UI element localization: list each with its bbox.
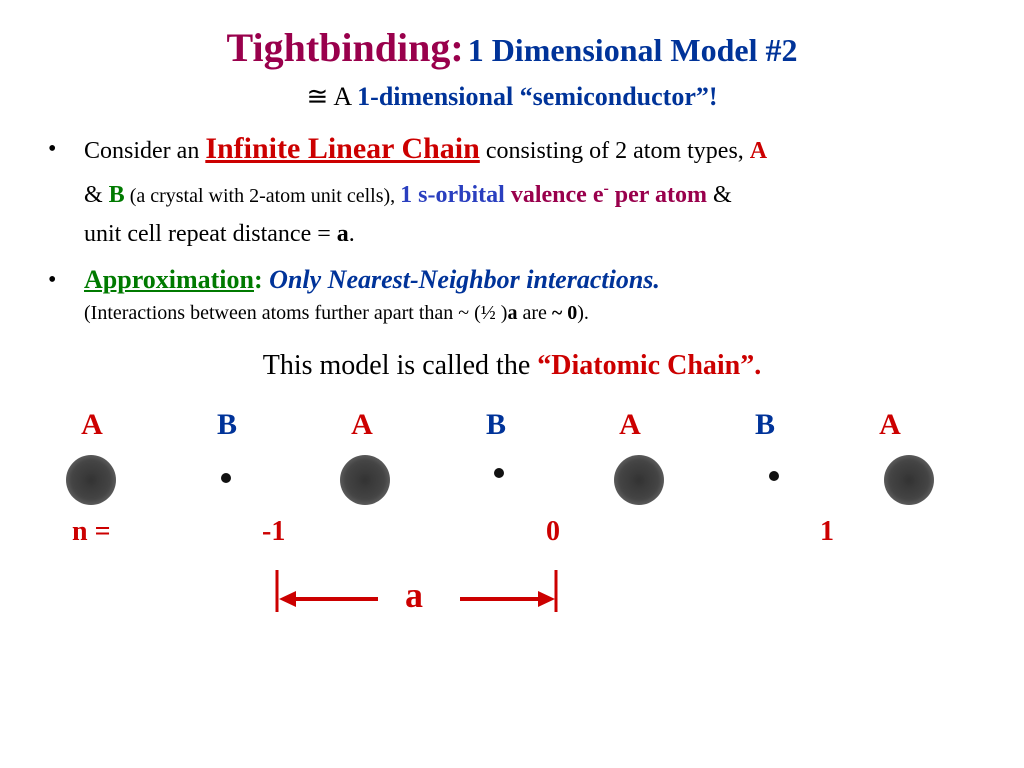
n-value-1: 1 bbox=[820, 516, 834, 547]
left-arrow-head bbox=[279, 591, 296, 607]
bullet1-text-3: unit cell repeat distance = bbox=[84, 221, 337, 247]
bullet2-text-3: ). bbox=[577, 302, 589, 324]
bullet1-paren: (a crystal with 2-atom unit cells), bbox=[124, 185, 401, 207]
diatomic-chain-term: “Diatomic Chain”. bbox=[537, 350, 762, 381]
atom-b-image bbox=[769, 471, 779, 481]
atom-label-a: A bbox=[81, 408, 103, 441]
approximation-colon: : bbox=[254, 265, 263, 294]
bullet-marker: • bbox=[48, 267, 57, 293]
subtitle-article: A bbox=[333, 82, 351, 111]
atom-b-image bbox=[221, 473, 231, 483]
model-prefix: This model is called the bbox=[262, 350, 538, 381]
electron-charge-sign: - bbox=[603, 180, 609, 197]
bullet-chain-description: • Consider an Infinite Linear Chain cons… bbox=[48, 130, 988, 253]
atom-label-a: A bbox=[619, 408, 641, 441]
approximation-term: Approximation bbox=[84, 265, 254, 294]
atom-label-a: A bbox=[351, 408, 373, 441]
n-value-minus-1: -1 bbox=[262, 516, 286, 547]
bullet1-period: . bbox=[348, 221, 355, 247]
right-arrow-head bbox=[538, 591, 555, 607]
lattice-constant-a: a bbox=[336, 221, 349, 247]
per-atom-term: per atom bbox=[608, 182, 707, 208]
atom-a-term: A bbox=[749, 138, 768, 164]
atom-label-b: B bbox=[485, 408, 506, 441]
model-name-line: This model is called the “Diatomic Chain… bbox=[0, 350, 1024, 382]
bullet1-amp-1: & bbox=[84, 182, 109, 208]
nearest-neighbor-text: Only Nearest-Neighbor interactions. bbox=[262, 265, 660, 294]
n-label: n = bbox=[72, 516, 111, 547]
bullet-approximation: • Approximation: Only Nearest-Neighbor i… bbox=[48, 262, 988, 328]
atom-a-image bbox=[884, 455, 934, 505]
bullet1-amp-2: & bbox=[707, 182, 732, 208]
atom-a-image bbox=[614, 455, 664, 505]
atom-a-image bbox=[66, 455, 116, 505]
subtitle-phrase: 1-dimensional “semiconductor”! bbox=[357, 82, 718, 111]
slide-subtitle: ≅ A 1-dimensional “semiconductor”! bbox=[0, 84, 1024, 110]
bullet-marker: • bbox=[48, 136, 57, 162]
title-secondary: 1 Dimensional Model #2 bbox=[467, 32, 798, 68]
atom-label-b: B bbox=[216, 408, 237, 441]
approx-equal-symbol: ≅ bbox=[306, 82, 329, 111]
bullet2-text-1: (Interactions between atoms further apar… bbox=[84, 302, 508, 324]
valence-term: valence e bbox=[504, 182, 604, 208]
atom-b-image bbox=[494, 468, 504, 478]
bullet2-text-2: are bbox=[517, 302, 552, 324]
bullet1-text-2: consisting of 2 atom types, bbox=[479, 138, 750, 164]
approx-zero: ~ 0 bbox=[551, 302, 578, 324]
bullet1-text-1: Consider an bbox=[84, 138, 206, 164]
bullet2-a: a bbox=[507, 302, 518, 324]
atom-b-term: B bbox=[108, 182, 125, 208]
spacing-label-a: a bbox=[405, 575, 423, 615]
atom-a-image bbox=[340, 455, 390, 505]
title-main: Tightbinding: bbox=[226, 25, 464, 70]
infinite-linear-chain-term: Infinite Linear Chain bbox=[205, 132, 480, 165]
s-orbital-term: 1 s-orbital bbox=[400, 182, 505, 208]
atom-label-a: A bbox=[879, 408, 901, 441]
n-value-0: 0 bbox=[546, 516, 560, 547]
slide-title: Tightbinding: 1 Dimensional Model #2 bbox=[0, 28, 1024, 68]
atom-label-b: B bbox=[754, 408, 775, 441]
